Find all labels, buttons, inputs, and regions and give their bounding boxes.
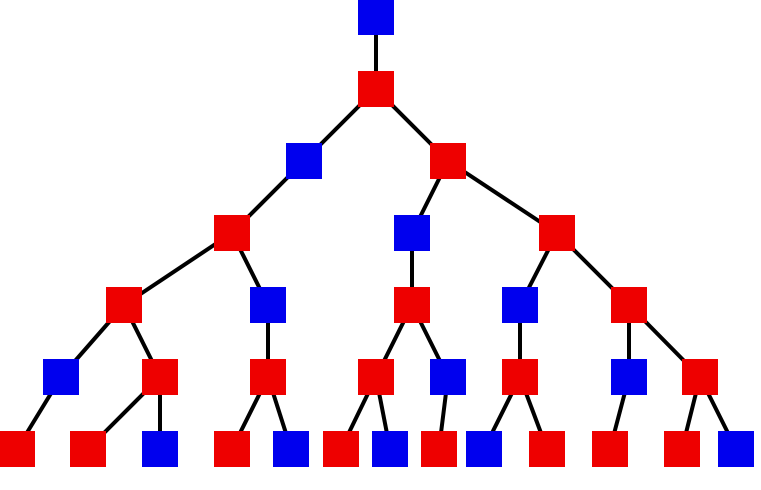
- tree-node-red: [592, 431, 628, 467]
- tree-node-red: [529, 431, 565, 467]
- tree-node-red: [502, 359, 538, 395]
- tree-node-red: [214, 431, 250, 467]
- tree-node-red: [142, 359, 178, 395]
- tree-edge: [446, 159, 559, 235]
- tree-node-red: [358, 71, 394, 107]
- tree-node-blue: [43, 359, 79, 395]
- tree-node-red: [682, 359, 718, 395]
- tree-node-blue: [611, 359, 647, 395]
- tree-node-blue: [394, 215, 430, 251]
- tree-node-red: [539, 215, 575, 251]
- tree-node-blue: [250, 287, 286, 323]
- tree-node-red: [664, 431, 700, 467]
- tree-node-blue: [358, 0, 394, 35]
- tree-node-red: [430, 143, 466, 179]
- tree-node-red: [0, 431, 35, 467]
- tree-node-red: [70, 431, 106, 467]
- tree-node-blue: [372, 431, 408, 467]
- tree-node-red: [611, 287, 647, 323]
- tree-node-blue: [286, 143, 322, 179]
- tree-node-red: [323, 431, 359, 467]
- tree-node-red: [250, 359, 286, 395]
- tree-node-blue: [718, 431, 754, 467]
- tree-node-blue: [502, 287, 538, 323]
- tree-node-blue: [142, 431, 178, 467]
- tree-node-red: [358, 359, 394, 395]
- tree-node-blue: [273, 431, 309, 467]
- tree-node-blue: [466, 431, 502, 467]
- tree-node-red: [394, 287, 430, 323]
- tree-node-red: [106, 287, 142, 323]
- tree-node-red: [421, 431, 457, 467]
- tree-nodes: [0, 0, 754, 467]
- tree-node-blue: [430, 359, 466, 395]
- tree-node-red: [214, 215, 250, 251]
